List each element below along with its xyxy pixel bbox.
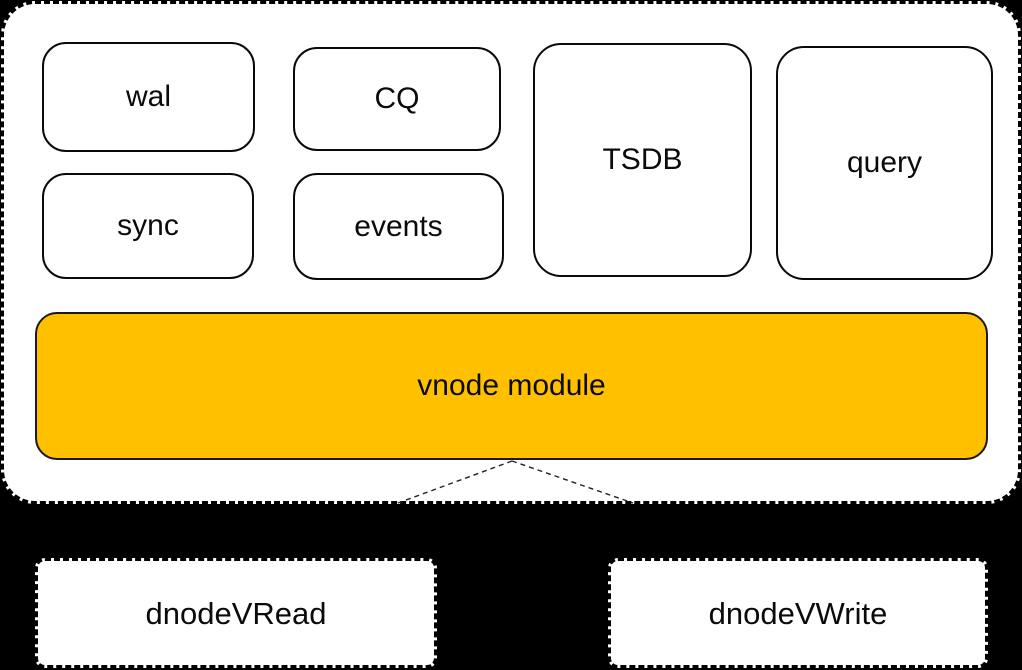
dnode-vwrite-label: dnodeVWrite [708,595,888,631]
module-box-query: query [776,46,993,280]
module-box-sync: sync [42,173,254,279]
module-label-sync: sync [117,209,179,242]
module-box-wal: wal [42,42,255,152]
vnode-module-bar: vnode module [35,312,988,460]
module-box-cq: CQ [293,47,501,151]
module-label-cq: CQ [374,82,420,115]
vnode-module-label: vnode module [417,369,606,402]
module-box-events: events [293,173,504,280]
module-label-query: query [846,146,923,179]
dnode-vread-box: dnodeVRead [35,558,437,668]
module-box-tsdb: TSDB [533,43,752,277]
module-label-events: events [354,209,443,243]
dnode-vwrite-box: dnodeVWrite [608,558,988,668]
module-label-wal: wal [125,80,171,113]
module-label-tsdb: TSDB [602,143,683,176]
dnode-vread-label: dnodeVRead [145,595,327,631]
